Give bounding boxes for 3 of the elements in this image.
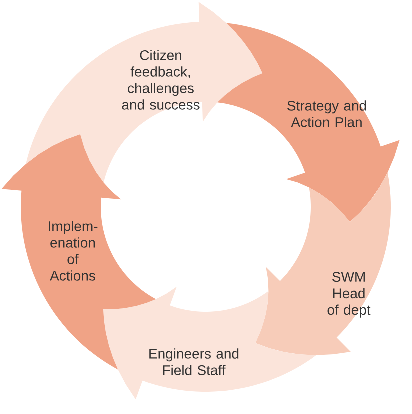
arrow-segment: SWM Head of dept bbox=[256, 172, 391, 356]
arrow-segment: Engineers and Field Staff bbox=[103, 286, 316, 400]
arrow-segment: Citizen feedback, challenges and success bbox=[26, 2, 263, 183]
